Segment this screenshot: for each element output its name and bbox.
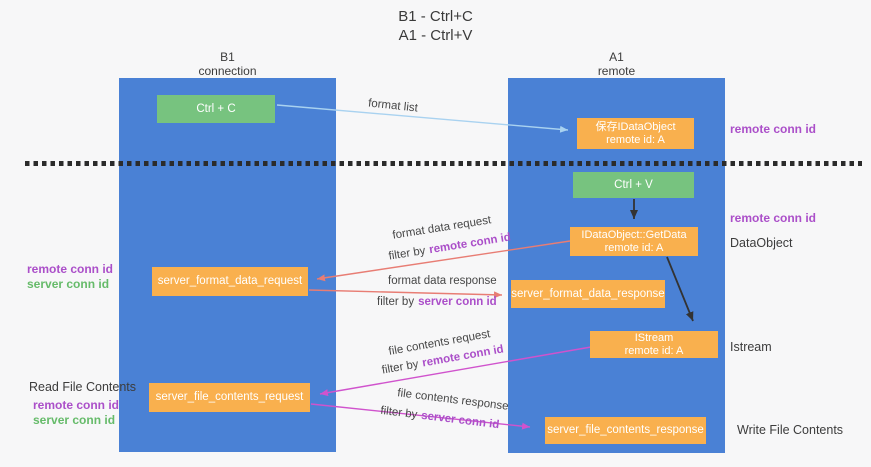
left-server-conn-id-bottom: server conn id — [33, 413, 116, 427]
lane-header-b1: B1 connection — [119, 50, 336, 78]
ctrl-c-box: Ctrl + C — [157, 95, 275, 123]
session-separator-line — [25, 161, 862, 166]
getdata-line2: remote id: A — [604, 241, 664, 254]
dataobject-annotation: DataObject — [730, 236, 793, 250]
server-file-contents-request-box: server_file_contents_request — [149, 383, 310, 412]
lane-header-a1: A1 remote — [508, 50, 725, 78]
istream-line2: remote id: A — [624, 344, 684, 357]
server-format-data-request-label: server_format_data_request — [157, 275, 303, 287]
save-dataobject-line2: remote id: A — [606, 133, 665, 146]
remote-conn-id-annotation-mid: remote conn id — [730, 211, 817, 225]
arrow-format-response — [308, 289, 503, 299]
istream-annotation: Istream — [730, 340, 772, 354]
format-list-label: format list — [367, 97, 419, 115]
server-conn-id-key: server conn id — [418, 296, 497, 308]
title-line-1: B1 - Ctrl+C — [398, 8, 473, 25]
server-conn-id-key: server conn id — [420, 409, 500, 432]
left-server-conn-id-top: server conn id — [27, 277, 110, 291]
remote-conn-id-key: remote conn id — [428, 231, 512, 257]
ctrl-v-box: Ctrl + V — [573, 172, 694, 198]
left-remote-conn-id-bottom: remote conn id — [33, 398, 120, 412]
filter-by-text: filter by — [377, 296, 415, 308]
left-remote-conn-id-top: remote conn id — [27, 262, 114, 276]
server-format-data-response-label: server_format_data_response — [511, 287, 665, 300]
filter-by-text: filter by — [380, 358, 420, 377]
write-file-contents-annotation: Write File Contents — [737, 423, 844, 437]
filter-by-text: filter by — [379, 404, 418, 422]
server-format-data-request-box: server_format_data_request — [152, 267, 308, 296]
title-line-2: A1 - Ctrl+V — [398, 27, 473, 44]
filter-by-text: filter by — [387, 244, 427, 263]
ctrl-c-label: Ctrl + C — [196, 102, 236, 115]
read-file-contents-annotation: Read File Contents — [29, 380, 137, 394]
server-format-data-response-box: server_format_data_response — [511, 280, 665, 308]
save-dataobject-line1: 保存IDataObject — [595, 120, 676, 133]
diagram-title: B1 - Ctrl+C A1 - Ctrl+V — [0, 7, 871, 45]
ctrl-v-label: Ctrl + V — [614, 178, 653, 191]
server-file-contents-response-box: server_file_contents_response — [545, 417, 706, 444]
server-file-contents-request-label: server_file_contents_request — [155, 391, 304, 403]
remote-conn-id-annotation-top: remote conn id — [730, 122, 817, 136]
getdata-line1: IDataObject::GetData — [581, 228, 687, 241]
lane-b1-role: connection — [198, 64, 257, 78]
lane-b1-name: B1 — [220, 50, 235, 64]
save-dataobject-box: 保存IDataObject remote id: A — [577, 118, 694, 149]
getdata-box: IDataObject::GetData remote id: A — [570, 227, 698, 256]
lane-a1-name: A1 — [609, 50, 624, 64]
istream-box: IStream remote id: A — [590, 331, 718, 358]
lane-a1-role: remote — [597, 64, 636, 78]
format-response-label: format data response — [388, 275, 497, 287]
istream-line1: IStream — [634, 331, 674, 344]
server-file-contents-response-label: server_file_contents_response — [547, 424, 704, 436]
